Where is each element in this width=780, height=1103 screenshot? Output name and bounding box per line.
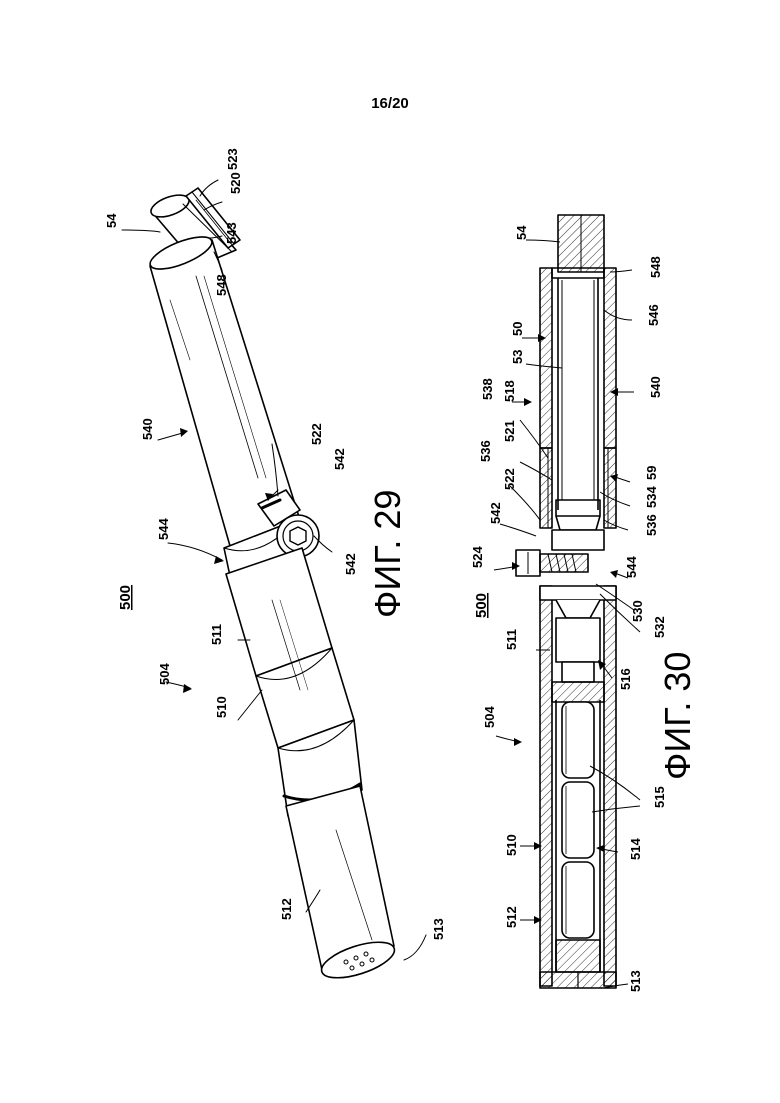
fig30-chamber-514 — [556, 700, 600, 972]
fig30-ref-511: 511 — [504, 629, 519, 650]
fig29-ref-544: 544 — [156, 518, 171, 540]
fig30-title: ФИГ. 30 — [657, 652, 698, 780]
fig30-ref-516: 516 — [618, 668, 633, 690]
fig29-ref-523: 523 — [225, 148, 240, 170]
fig30-ref-530: 530 — [630, 600, 645, 622]
fig30-ref-524: 524 — [470, 546, 485, 568]
fig30-ref-536b: 536 — [644, 514, 659, 536]
fig30-ref-518: 518 — [502, 380, 517, 402]
fig30-ref-522: 522 — [502, 468, 517, 490]
figure-29: 500 504 510 511 512 513 540 544 542 542 … — [104, 148, 446, 985]
fig29-tip-512 — [284, 784, 398, 985]
fig29-body-510 — [226, 548, 362, 816]
fig30-ref-546: 546 — [646, 304, 661, 326]
fig29-ref-511: 511 — [209, 624, 224, 645]
fig30-ref-59: 59 — [644, 466, 659, 480]
fig30-ref-515: 515 — [652, 786, 667, 808]
fig30-ref-521: 521 — [502, 420, 517, 442]
fig30-ref-540: 540 — [648, 376, 663, 398]
fig30-sleeve-540 — [540, 268, 616, 528]
fig30-ref-548: 548 — [648, 256, 663, 278]
fig30-ref-514: 514 — [628, 838, 643, 860]
fig29-ref-543: 543 — [224, 222, 239, 244]
figure-30: 54 548 546 50 53 540 518 538 521 536 59 … — [470, 215, 698, 992]
fig29-ref-540: 540 — [140, 418, 155, 440]
fig30-ref-50: 50 — [510, 322, 525, 336]
fig30-ref-534: 534 — [644, 486, 659, 508]
fig29-ref-520: 520 — [228, 172, 243, 194]
fig30-ref-513: 513 — [628, 970, 643, 992]
fig29-ref-510: 510 — [214, 696, 229, 718]
fig30-screw-524 — [516, 550, 588, 576]
fig30-ref-542: 542 — [488, 502, 503, 524]
fig30-ref-538: 538 — [480, 378, 495, 400]
fig30-ref-512: 512 — [504, 906, 519, 928]
fig29-ref-548: 548 — [214, 274, 229, 296]
fig30-ref-500: 500 — [473, 593, 490, 618]
fig29-ref-542b: 542 — [343, 553, 358, 575]
fig30-ref-536a: 536 — [478, 440, 493, 462]
fig30-ref-510: 510 — [504, 834, 519, 856]
fig30-ref-53: 53 — [510, 350, 525, 364]
fig30-ref-544: 544 — [624, 556, 639, 578]
fig30-inner-parts — [552, 500, 604, 550]
fig30-ref-532: 532 — [652, 616, 667, 638]
fig29-ref-522: 522 — [309, 423, 324, 445]
fig30-tip-512 — [540, 972, 616, 988]
fig29-ref-512: 512 — [279, 898, 294, 920]
fig29-ref-54: 54 — [104, 213, 119, 228]
fig30-ref-504: 504 — [482, 706, 497, 728]
fig29-title: ФИГ. 29 — [367, 490, 408, 618]
fig29-ref-504: 504 — [157, 663, 172, 685]
fig29-ref-500: 500 — [117, 585, 134, 610]
fig30-ref-54: 54 — [514, 225, 529, 240]
fig29-ref-513: 513 — [431, 918, 446, 940]
fig29-ref-542a: 542 — [332, 448, 347, 470]
fig30-rod-54 — [558, 215, 604, 272]
